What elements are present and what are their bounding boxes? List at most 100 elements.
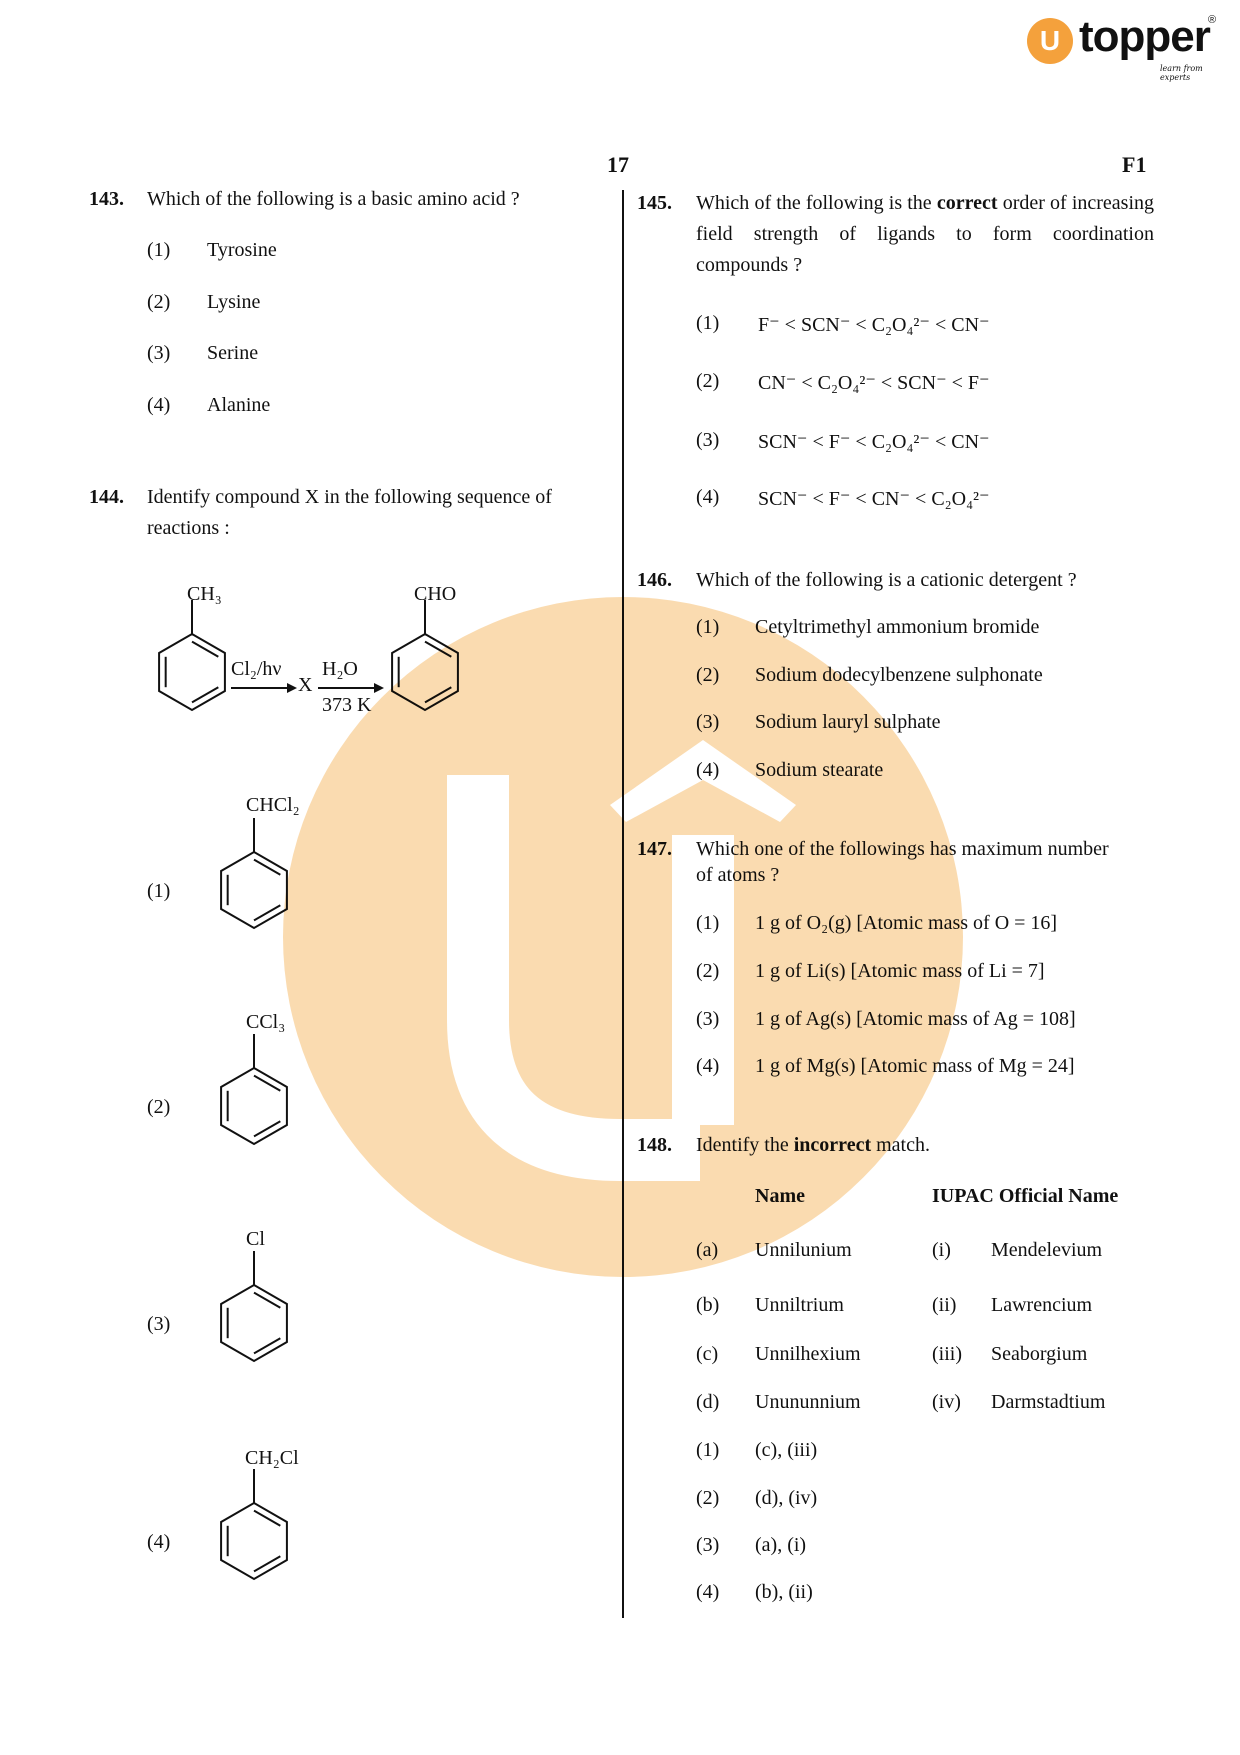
option-number: (2) bbox=[696, 960, 720, 982]
question-text: Which of the following is a basic amino … bbox=[147, 188, 520, 210]
option-text: (a), (i) bbox=[755, 1534, 807, 1556]
benzene-structure bbox=[214, 1032, 294, 1154]
text-part: order of increasing field strength of li… bbox=[696, 192, 1155, 276]
option-number: (1) bbox=[696, 616, 720, 638]
option-number: (3) bbox=[696, 429, 720, 451]
option-number: (4) bbox=[696, 1055, 720, 1077]
option-text: Sodium lauryl sulphate bbox=[755, 711, 941, 733]
option-text: (d), (iv) bbox=[755, 1487, 818, 1509]
benzene-structure bbox=[214, 1467, 294, 1589]
substituent-label: CH₂Cl bbox=[245, 1447, 299, 1469]
option-text: Lysine bbox=[207, 291, 261, 313]
iupac-name: Seaborgium bbox=[991, 1343, 1088, 1365]
element-name: Unnilunium bbox=[755, 1239, 852, 1261]
iupac-name: Lawrencium bbox=[991, 1294, 1093, 1316]
watermark-u-icon bbox=[447, 775, 700, 1181]
element-name: Unniltrium bbox=[755, 1294, 844, 1316]
option-number: (1) bbox=[696, 312, 720, 334]
option-number: (3) bbox=[696, 1534, 720, 1556]
substituent-label: CHCl₂ bbox=[246, 794, 300, 816]
question-text: Identify compound X in the following seq… bbox=[147, 486, 552, 508]
question-number: 148. bbox=[637, 1134, 672, 1156]
row-key: (a) bbox=[696, 1239, 719, 1261]
substituent-label: Cl bbox=[246, 1228, 265, 1250]
question-text: Which one of the followings has maximum … bbox=[696, 838, 1109, 860]
reagent-2: H₂O bbox=[322, 658, 358, 680]
column-header-name: Name bbox=[755, 1185, 805, 1207]
option-text: CN⁻ < C₂O₄²⁻ < SCN⁻ < F⁻ bbox=[758, 372, 990, 394]
option-number: (2) bbox=[696, 664, 720, 686]
registered-mark: ® bbox=[1208, 14, 1217, 26]
arrow-icon bbox=[231, 683, 297, 693]
question-number: 147. bbox=[637, 838, 672, 860]
option-text: 1 g of Ag(s) [Atomic mass of Ag = 108] bbox=[755, 1008, 1076, 1030]
option-number: (1) bbox=[147, 880, 171, 902]
question-number: 144. bbox=[89, 486, 124, 508]
row-numeral: (iv) bbox=[932, 1391, 961, 1413]
option-number: (3) bbox=[696, 711, 720, 733]
option-number: (4) bbox=[696, 759, 720, 781]
question-text: Identify the incorrect match. bbox=[696, 1134, 930, 1157]
row-numeral: (iii) bbox=[932, 1343, 962, 1365]
condition: 373 K bbox=[322, 694, 372, 716]
logo-wordmark: topper bbox=[1079, 12, 1211, 61]
option-number: (4) bbox=[147, 394, 171, 416]
row-key: (c) bbox=[696, 1343, 719, 1365]
option-text: Alanine bbox=[207, 394, 271, 416]
text-part: Identify the bbox=[696, 1134, 789, 1156]
emphasis: incorrect bbox=[793, 1134, 872, 1156]
question-text: Which of the following is a cationic det… bbox=[696, 569, 1077, 591]
option-number: (2) bbox=[147, 291, 171, 313]
question-text: reactions : bbox=[147, 517, 230, 539]
question-text: Which of the following is the correct or… bbox=[696, 188, 1154, 281]
arrow-icon bbox=[318, 683, 384, 693]
option-number: (1) bbox=[147, 239, 171, 261]
paper-code: F1 bbox=[1122, 152, 1147, 177]
option-number: (2) bbox=[696, 370, 720, 392]
emphasis: correct bbox=[936, 192, 998, 214]
benzene-structure bbox=[214, 816, 294, 938]
option-text: Sodium dodecylbenzene sulphonate bbox=[755, 664, 1043, 686]
option-text: (b), (ii) bbox=[755, 1581, 813, 1603]
benzaldehyde-structure bbox=[385, 598, 465, 720]
text-part: match. bbox=[876, 1134, 930, 1156]
question-number: 146. bbox=[637, 569, 672, 591]
option-text: 1 g of Mg(s) [Atomic mass of Mg = 24] bbox=[755, 1055, 1075, 1077]
row-key: (d) bbox=[696, 1391, 720, 1413]
iupac-name: Darmstadtium bbox=[991, 1391, 1106, 1413]
option-number: (4) bbox=[147, 1531, 171, 1553]
option-text: F⁻ < SCN⁻ < C₂O₄²⁻ < CN⁻ bbox=[758, 314, 990, 336]
option-number: (2) bbox=[696, 1487, 720, 1509]
toluene-structure bbox=[152, 598, 232, 720]
option-text: (c), (iii) bbox=[755, 1439, 818, 1461]
option-number: (3) bbox=[696, 1008, 720, 1030]
option-text: Tyrosine bbox=[207, 239, 277, 261]
page-number: 17 bbox=[607, 152, 629, 177]
option-number: (3) bbox=[147, 342, 171, 364]
question-number: 143. bbox=[89, 188, 124, 210]
option-number: (4) bbox=[696, 1581, 720, 1603]
option-number: (1) bbox=[696, 1439, 720, 1461]
row-numeral: (i) bbox=[932, 1239, 951, 1261]
option-text: SCN⁻ < F⁻ < C₂O₄²⁻ < CN⁻ bbox=[758, 431, 990, 453]
element-name: Unununnium bbox=[755, 1391, 861, 1413]
reagent-1: Cl₂/hν bbox=[231, 658, 282, 680]
aldehyde-label: CHO bbox=[414, 583, 457, 605]
intermediate-x: X bbox=[298, 674, 313, 696]
element-name: Unnilhexium bbox=[755, 1343, 861, 1365]
option-number: (3) bbox=[147, 1313, 171, 1335]
logo-tagline: learn from experts bbox=[1160, 64, 1203, 82]
methyl-label: CH₃ bbox=[187, 583, 222, 605]
logo-mark: U bbox=[1027, 18, 1073, 64]
option-text: Serine bbox=[207, 342, 259, 364]
row-numeral: (ii) bbox=[932, 1294, 957, 1316]
topper-logo: U topper ® learn from experts bbox=[1025, 12, 1225, 82]
option-text: 1 g of O₂(g) [Atomic mass of O = 16] bbox=[755, 912, 1058, 934]
text-part: Which of the following is the bbox=[696, 192, 932, 214]
benzene-structure bbox=[214, 1249, 294, 1371]
option-number: (2) bbox=[147, 1096, 171, 1118]
option-text: Sodium stearate bbox=[755, 759, 884, 781]
option-number: (4) bbox=[696, 486, 720, 508]
column-header-iupac: IUPAC Official Name bbox=[932, 1185, 1119, 1207]
option-text: 1 g of Li(s) [Atomic mass of Li = 7] bbox=[755, 960, 1045, 982]
